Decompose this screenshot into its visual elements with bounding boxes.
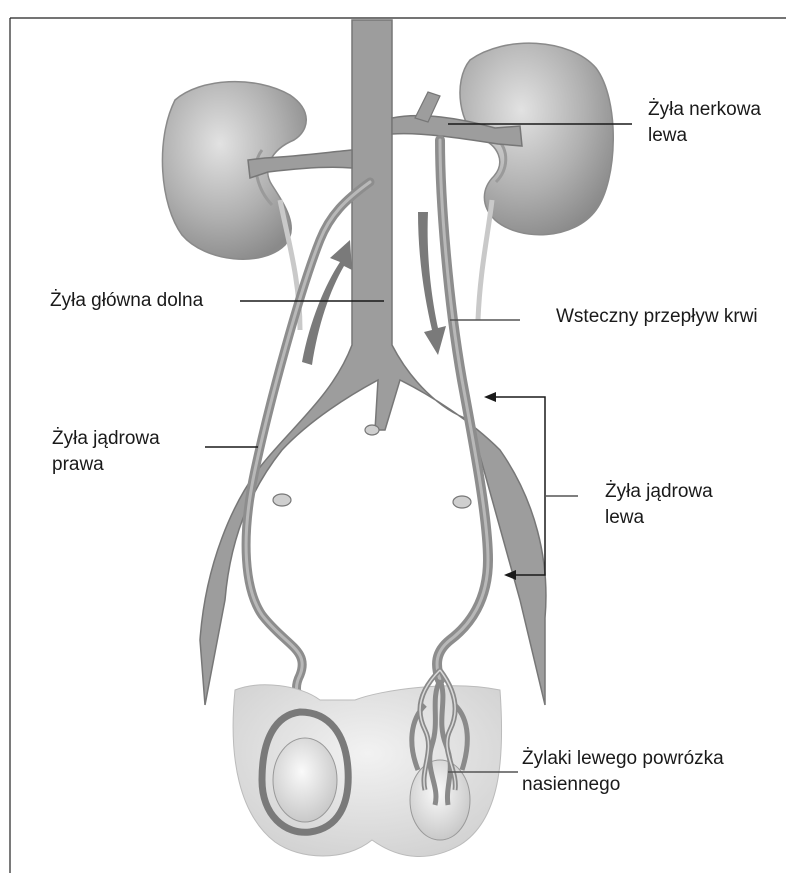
internal-iliac-stub-left (453, 496, 471, 508)
median-sacral-stub (365, 425, 379, 435)
label-renal-vein-left: Żyła nerkowa lewa (648, 97, 761, 149)
label-renal-vein-left-line1: Żyła nerkowa (648, 97, 761, 123)
label-varicocele-left-line2: nasiennego (522, 772, 724, 798)
bracket-arrowhead-top (484, 392, 496, 402)
ureter-left (478, 200, 492, 320)
label-testicular-vein-left: Żyła jądrowa lewa (605, 479, 713, 531)
label-testicular-vein-right-line1: Żyła jądrowa (52, 426, 160, 452)
label-testicular-vein-right-line2: prawa (52, 452, 160, 478)
label-reflux-text: Wsteczny przepływ krwi (556, 304, 758, 330)
label-testicular-vein-left-line2: lewa (605, 505, 713, 531)
internal-iliac-stub-right (273, 494, 291, 506)
label-testicular-vein-left-line1: Żyła jądrowa (605, 479, 713, 505)
label-varicocele-left: Żylaki lewego powrózka nasiennego (522, 746, 724, 798)
label-reflux: Wsteczny przepływ krwi (556, 304, 758, 330)
bracket-arrowhead-bottom (504, 570, 516, 580)
label-inferior-vena-cava: Żyła główna dolna (50, 288, 203, 314)
label-renal-vein-left-line2: lewa (648, 123, 761, 149)
label-inferior-vena-cava-text: Żyła główna dolna (50, 288, 203, 314)
label-varicocele-left-line1: Żylaki lewego powrózka (522, 746, 724, 772)
label-testicular-vein-right: Żyła jądrowa prawa (52, 426, 160, 478)
